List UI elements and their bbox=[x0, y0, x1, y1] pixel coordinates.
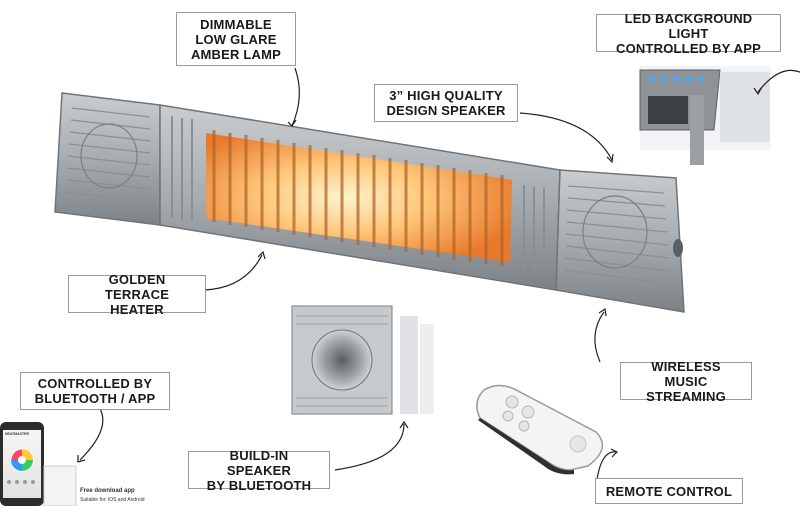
callout-line: CONTROLLED BY bbox=[37, 376, 153, 391]
callout-wireless-streaming: WIRELESS MUSIC STREAMING bbox=[620, 358, 752, 404]
right-speaker-grille bbox=[564, 185, 672, 285]
callout-bluetooth-app: CONTROLLED BY BLUETOOTH / APP bbox=[20, 372, 170, 410]
right-speaker-housing bbox=[555, 169, 685, 313]
callout-line: BUILD-IN SPEAKER bbox=[226, 447, 292, 478]
callout-line: LOW GLARE bbox=[195, 31, 277, 47]
app-download-title: Free download app bbox=[80, 488, 135, 494]
callout-line: DIMMABLE bbox=[200, 16, 272, 32]
callout-terrace-heater: GOLDEN TERRACE HEATER bbox=[68, 271, 206, 317]
callout-line: CONTROLLED BY APP bbox=[616, 40, 761, 56]
callout-line: TERRACE HEATER bbox=[104, 286, 170, 317]
smartphone bbox=[0, 422, 77, 506]
led-inset bbox=[639, 66, 770, 165]
callout-line: LED BACKGROUND LIGHT bbox=[624, 10, 753, 41]
remote-control bbox=[476, 384, 604, 475]
callout-buildin-speaker: BUILD-IN SPEAKER BY BLUETOOTH bbox=[188, 447, 330, 493]
callout-line: BLUETOOTH / APP bbox=[34, 391, 156, 406]
callout-remote-control: REMOTE CONTROL bbox=[595, 478, 743, 504]
led-lights bbox=[649, 76, 703, 82]
left-speaker-housing bbox=[54, 92, 161, 226]
callout-dimmable-lamp: DIMMABLE LOW GLARE AMBER LAMP bbox=[176, 12, 296, 66]
callout-design-speaker: 3” HIGH QUALITY DESIGN SPEAKER bbox=[374, 84, 518, 122]
callout-line: 3” HIGH QUALITY bbox=[389, 88, 503, 103]
app-download-subtitle: Suitable for: iOS and Android bbox=[80, 497, 145, 503]
terrace-heater bbox=[54, 92, 685, 313]
left-speaker-grille bbox=[64, 107, 151, 202]
power-knob bbox=[673, 239, 683, 257]
connector-arrows bbox=[77, 67, 800, 488]
callout-line: DESIGN SPEAKER bbox=[386, 103, 506, 118]
callout-led-light: LED BACKGROUND LIGHT CONTROLLED BY APP bbox=[596, 10, 781, 56]
speaker-cone bbox=[311, 329, 373, 391]
callout-line: AMBER LAMP bbox=[190, 46, 282, 62]
heater-side-vents bbox=[171, 116, 545, 276]
callout-line: STREAMING bbox=[646, 388, 726, 404]
callout-line: GOLDEN bbox=[108, 271, 166, 287]
heater-grille-bars bbox=[212, 130, 504, 266]
phone-app-name: HEATMASTER bbox=[5, 432, 30, 436]
speaker-module bbox=[291, 305, 434, 415]
callout-line: BY BLUETOOTH bbox=[206, 477, 312, 493]
callout-line: REMOTE CONTROL bbox=[605, 483, 733, 499]
callout-line: WIRELESS MUSIC bbox=[651, 358, 721, 389]
